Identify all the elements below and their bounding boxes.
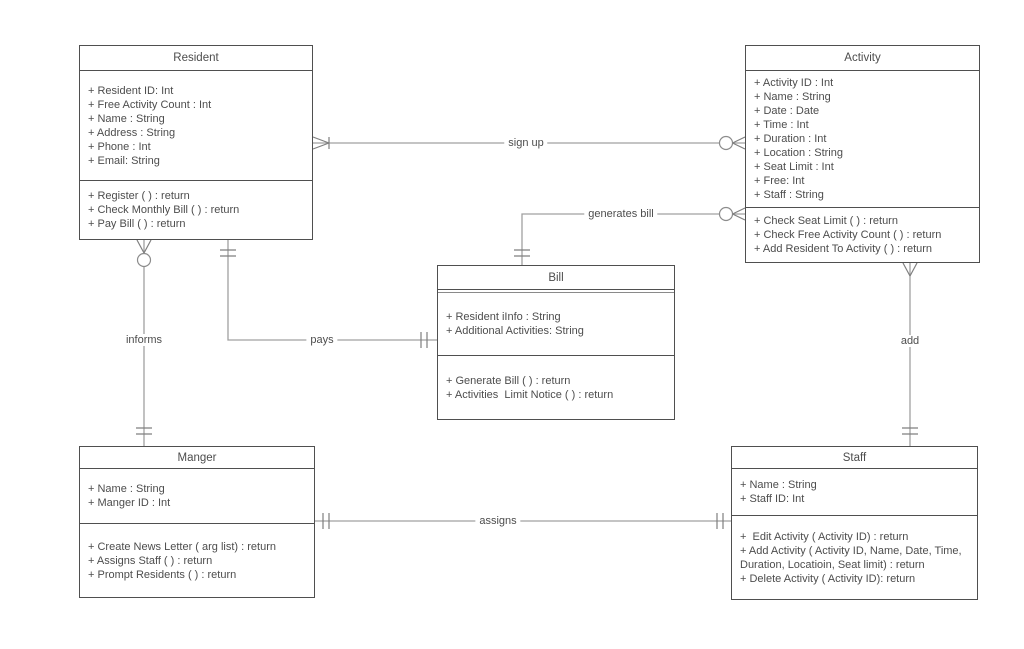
class-staff[interactable]: Staff + Name : String + Staff ID: Int + E… [731, 446, 978, 600]
class-method: + Assigns Staff ( ) : return [88, 554, 213, 567]
class-attribute: + Duration : Int [754, 133, 827, 145]
class-attribute: + Activity ID : Int [754, 77, 834, 89]
relationship-label-assigns: assigns [475, 515, 521, 527]
class-attribute: + Phone : Int [88, 140, 151, 153]
crowfoot-many-marker [902, 262, 918, 277]
class-title: Staff [732, 447, 977, 469]
class-method: + Pay Bill ( ) : return [88, 218, 186, 230]
class-attribute: + Seat Limit : Int [754, 161, 834, 173]
class-attribute: + Free: Int [754, 175, 805, 187]
class-method: + Delete Activity ( Activity ID): return [740, 572, 916, 585]
class-bill[interactable]: Bill + Resident iInfo : String + Addition… [437, 265, 675, 420]
crowfoot-zero-or-many-marker [732, 136, 746, 150]
relationship-add[interactable] [902, 262, 918, 446]
class-title: Bill [438, 266, 674, 290]
class-attribute: + Name : String [754, 91, 831, 103]
class-attribute: + Additional Activities: String [446, 325, 584, 337]
class-attribute: + Name : String [88, 112, 165, 125]
class-attribute: + Email: String [88, 154, 160, 167]
relationship-generates-bill[interactable] [514, 206, 746, 266]
exactly-one-marker [420, 332, 428, 348]
relationship-pays[interactable] [220, 240, 437, 348]
class-methods: + Register ( ) : return + Check Monthly B… [80, 181, 312, 239]
class-attribute: + Staff : String [754, 189, 824, 201]
relationship-label-add: add [896, 335, 924, 347]
class-method: + Prompt Residents ( ) : return [88, 568, 237, 581]
class-attributes: + Resident ID: Int+ Free Activity Count … [80, 71, 312, 181]
class-method: + Check Seat Limit ( ) : return [754, 215, 898, 227]
class-attribute: + Resident iInfo : String [446, 311, 561, 323]
zero-or-many-circle [718, 135, 734, 151]
class-title: Activity [746, 46, 979, 71]
relationship-label-informs: informs [121, 334, 167, 346]
class-attribute: + Name : String [740, 479, 817, 491]
class-attributes: + Resident iInfo : String + Additional Ac… [438, 292, 674, 356]
class-attributes: + Name : String + Manger ID : Int [80, 469, 314, 524]
class-manger[interactable]: Manger + Name : String+ Manger ID : Int … [79, 446, 315, 598]
class-method: + Activities Limit Notice ( ) : return [446, 388, 614, 401]
class-attribute: + Free Activity Count : Int [88, 98, 212, 111]
class-method: + Create News Letter ( arg list) : retur… [88, 540, 276, 553]
crowfoot-one-or-many-marker [312, 136, 330, 150]
class-methods: + Generate Bill ( ) : return+ Activities… [438, 356, 674, 419]
class-methods: + Edit Activity ( Activity ID) : return+… [732, 516, 977, 599]
class-title: Manger [80, 447, 314, 469]
class-method: + Register ( ) : return [88, 190, 190, 202]
class-attribute: + Manger ID : Int [88, 497, 171, 509]
class-method: + Check Monthly Bill ( ) : return [88, 204, 240, 216]
class-attributes: + Name : String + Staff ID: Int [732, 469, 977, 516]
exactly-one-marker [902, 427, 918, 435]
crowfoot-zero-or-many-marker [136, 239, 152, 254]
class-attribute: + Resident ID: Int [88, 84, 174, 97]
class-attribute: + Staff ID: Int [740, 493, 805, 505]
zero-or-many-circle [718, 206, 734, 222]
relationship-assigns[interactable] [315, 513, 731, 529]
class-title: Resident [80, 46, 312, 71]
class-method: + Check Free Activity Count ( ) : return [754, 229, 942, 241]
relationship-label-generates-bill: generates bill [584, 208, 658, 220]
class-method: + Add Activity ( Activity ID, Name, Date… [740, 544, 965, 571]
class-attribute: + Name : String [88, 483, 165, 495]
class-activity[interactable]: Activity + Activity ID : Int + Name : Str… [745, 45, 980, 263]
relationship-label-pays: pays [306, 334, 338, 346]
zero-or-many-circle [136, 252, 152, 268]
class-methods: + Check Seat Limit ( ) : return + Check F… [746, 208, 979, 262]
class-method: + Edit Activity ( Activity ID) : return [740, 530, 909, 543]
exactly-one-marker [322, 513, 330, 529]
class-attributes: + Activity ID : Int + Name : String + Date… [746, 71, 979, 208]
class-attribute: + Address : String [88, 126, 176, 139]
class-attribute: + Date : Date [754, 105, 820, 117]
exactly-one-marker [220, 249, 236, 257]
exactly-one-marker [716, 513, 724, 529]
class-resident[interactable]: Resident + Resident ID: Int+ Free Activi… [79, 45, 313, 240]
exactly-one-marker [514, 249, 530, 257]
crowfoot-zero-or-many-marker [732, 207, 746, 221]
class-method: + Generate Bill ( ) : return [446, 374, 571, 387]
class-attribute: + Time : Int [754, 119, 809, 131]
class-method: + Add Resident To Activity ( ) : return [754, 243, 933, 255]
class-attribute: + Location : String [754, 147, 843, 159]
class-methods: + Create News Letter ( arg list) : retur… [80, 524, 314, 597]
relationship-label-sign-up: sign up [504, 137, 548, 149]
exactly-one-marker [136, 427, 152, 435]
